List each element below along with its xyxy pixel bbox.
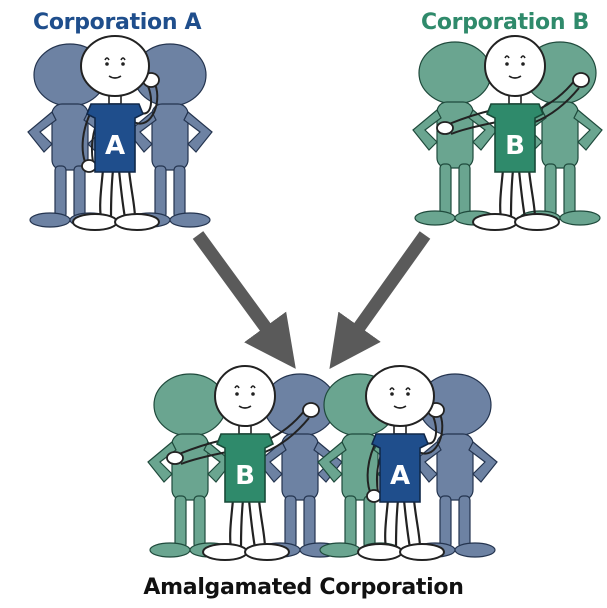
corp-a-shirt-letter: A [105,131,125,161]
arrow-from-a [192,231,296,369]
amalgamated-corporation-label: Amalgamated Corporation [143,575,464,600]
corporation-b-group: B [412,34,603,232]
corporation-a-label: Corporation A [33,10,202,35]
merged-figure-b: B [165,364,321,562]
amalgamated-group: B A [147,364,498,562]
merged-figure-a: A [356,364,446,562]
merged-shirt-a [370,433,430,503]
corp-b-main-figure: B [435,34,591,232]
merged-shirt-letter-a: A [390,461,410,491]
merged-shirt-letter-b: B [235,461,255,491]
corp-a-main-figure: A [71,34,161,232]
corporation-a-group: A [27,34,213,232]
corporation-b-label: Corporation B [421,10,590,35]
merged-shirt-b [215,433,275,503]
corp-a-shirt [85,103,145,173]
corp-b-shirt-letter: B [505,131,525,161]
corp-b-shirt [485,103,545,173]
arrow-from-b [329,231,431,370]
